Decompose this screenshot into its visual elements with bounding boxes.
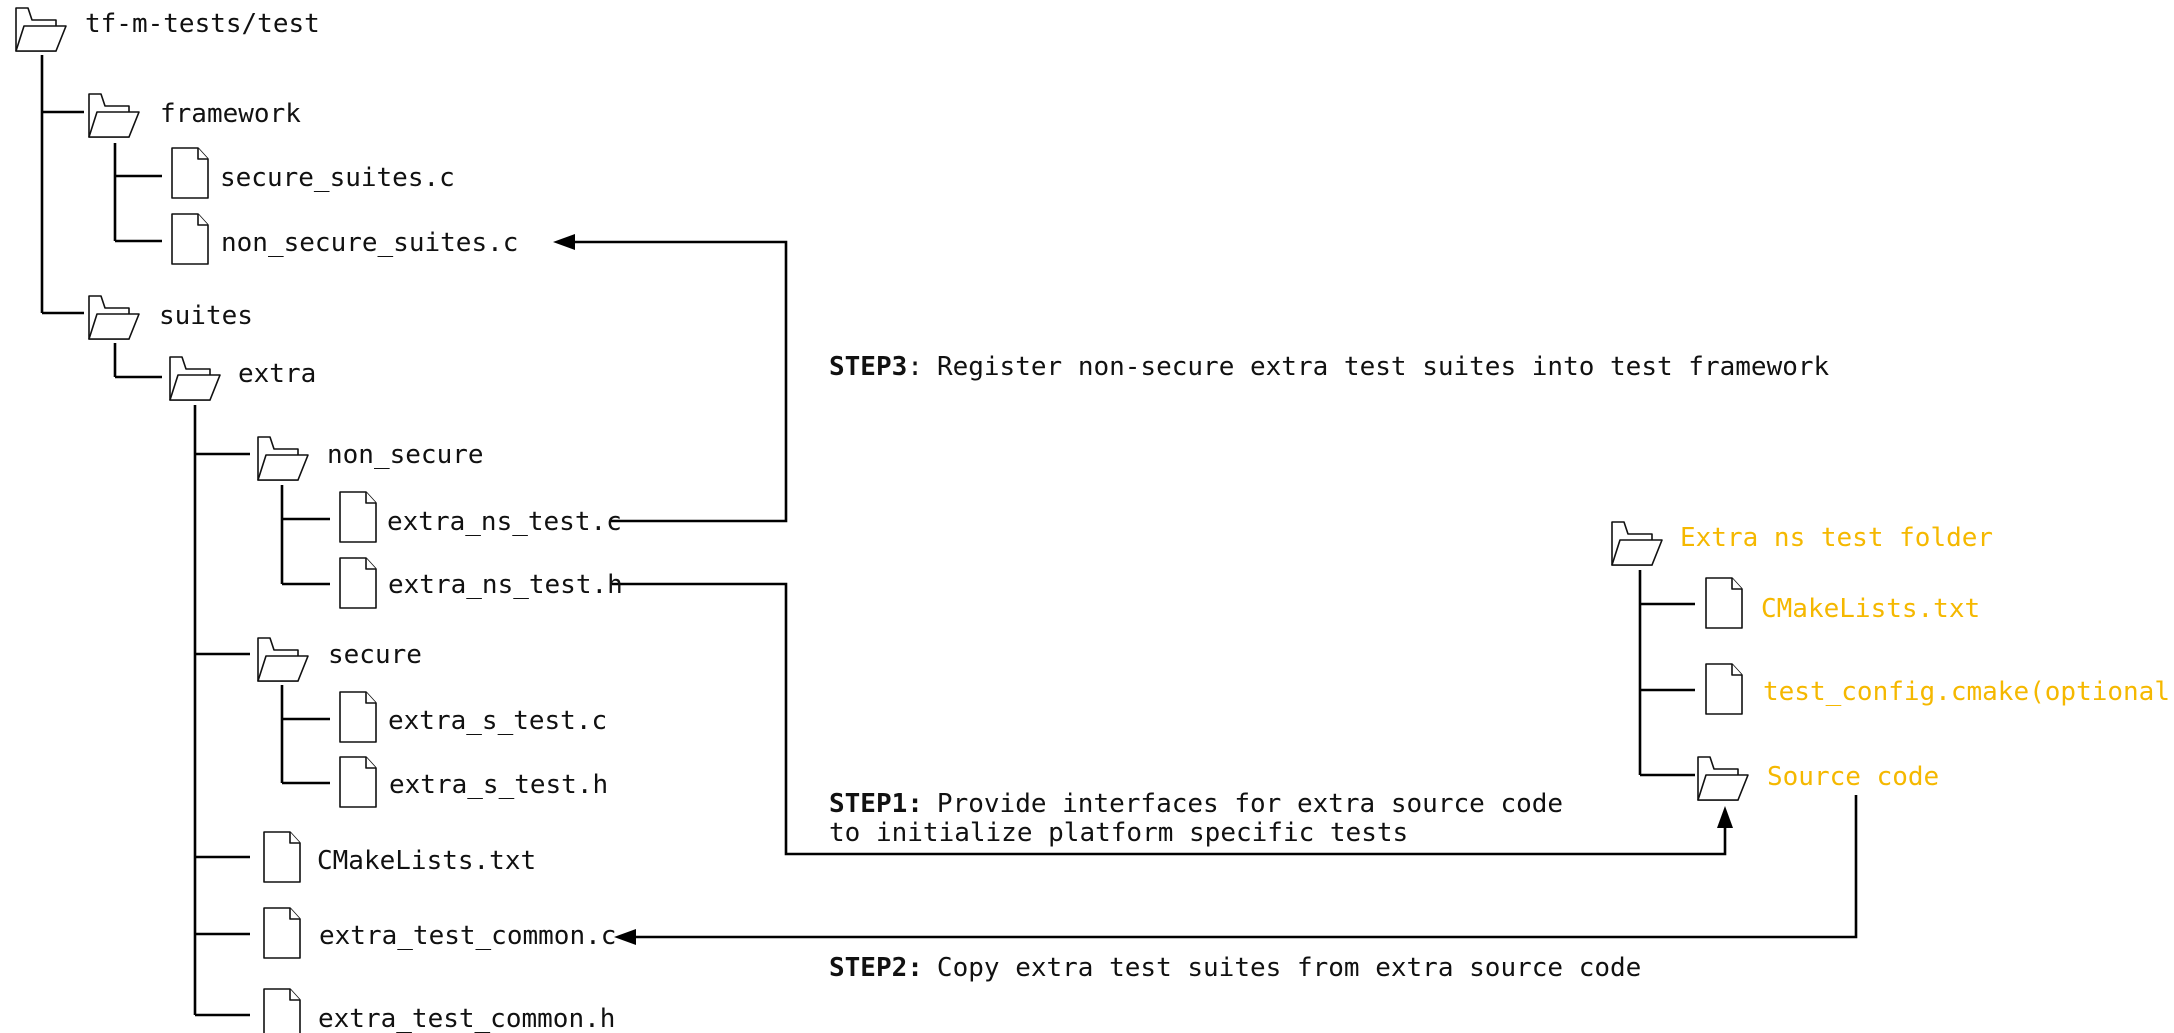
step2-text: Copy extra test suites from extra source… — [937, 953, 1641, 983]
extra-label: extra — [238, 359, 316, 389]
tree-extra-ns-test-h: extra_ns_test.h — [339, 557, 623, 609]
test-config-label: test_config.cmake(optional) — [1763, 677, 2174, 707]
step3-separator: : — [907, 352, 923, 382]
extra-ns-test-h-label: extra_ns_test.h — [388, 570, 623, 600]
tree-extra-test-common-c: extra_test_common.c — [263, 907, 616, 959]
extra-s-test-c-label: extra_s_test.c — [388, 706, 607, 736]
file-icon — [339, 691, 377, 743]
file-icon — [263, 988, 301, 1033]
tree-extra-s-test-c: extra_s_test.c — [339, 691, 607, 743]
folder-icon — [1697, 756, 1749, 801]
step1-text-line1: Provide interfaces for extra source code — [937, 789, 1563, 819]
tree-suites: suites — [88, 295, 253, 340]
step3-arrow — [553, 234, 788, 523]
extra-ns-test-c-label: extra_ns_test.c — [387, 507, 622, 537]
extra-folder-root: Extra ns test folder — [1611, 521, 1993, 566]
file-icon — [263, 831, 301, 883]
file-icon — [1705, 577, 1743, 629]
folder-icon — [88, 93, 140, 138]
tree-non-secure: non_secure — [257, 436, 484, 481]
tree-non-secure-suites: non_secure_suites.c — [171, 213, 518, 265]
tree-extra-ns-test-c: extra_ns_test.c — [339, 491, 622, 543]
extra-folder-cmakelists-label: CMakeLists.txt — [1761, 594, 1980, 624]
folder-icon — [15, 7, 67, 52]
step3-label: STEP3 — [829, 352, 907, 382]
secure-label: secure — [328, 640, 422, 670]
tree-secure: secure — [257, 637, 422, 682]
file-icon — [171, 147, 209, 199]
file-icon — [339, 491, 377, 543]
folder-icon — [169, 356, 221, 401]
step1-text-line2: to initialize platform specific tests — [829, 818, 1408, 848]
folder-icon — [257, 436, 309, 481]
extra-s-test-h-label: extra_s_test.h — [389, 770, 608, 800]
tree-framework: framework — [88, 93, 301, 138]
non-secure-suites-label: non_secure_suites.c — [221, 228, 518, 258]
tree-root: tf-m-tests/test — [15, 7, 320, 52]
step3-text: Register non-secure extra test suites in… — [937, 352, 1830, 382]
step2-arrow — [614, 795, 1858, 945]
tree-extra: extra — [169, 356, 316, 401]
source-code-label: Source code — [1767, 762, 1939, 792]
tree-extra-test-common-h: extra_test_common.h — [263, 988, 615, 1033]
cmakelists-label: CMakeLists.txt — [317, 846, 536, 876]
step1-arrow — [612, 582, 1733, 856]
file-icon — [1705, 663, 1743, 715]
step3-caption: STEP3: Register non-secure extra test sui… — [829, 352, 1830, 382]
step2-label: STEP2: — [829, 953, 923, 983]
step2-caption: STEP2: Copy extra test suites from extra … — [829, 953, 1641, 983]
step1-label: STEP1: — [829, 789, 923, 819]
extra-test-common-c-label: extra_test_common.c — [319, 921, 616, 951]
tree-secure-suites: secure_suites.c — [171, 147, 455, 199]
extra-folder-source-code: Source code — [1697, 756, 1939, 801]
file-icon — [339, 557, 377, 609]
secure-suites-label: secure_suites.c — [220, 163, 455, 193]
extra-folder-title: Extra ns test folder — [1680, 523, 1993, 553]
tree-connectors — [40, 55, 1695, 1017]
tree-extra-s-test-h: extra_s_test.h — [339, 756, 608, 808]
extra-test-common-h-label: extra_test_common.h — [318, 1004, 615, 1033]
file-icon — [263, 907, 301, 959]
tree-cmakelists: CMakeLists.txt — [263, 831, 536, 883]
folder-icon — [88, 295, 140, 340]
folder-icon — [257, 637, 309, 682]
suites-label: suites — [159, 301, 253, 331]
non-secure-label: non_secure — [327, 440, 484, 470]
step1-caption: STEP1: Provide interfaces for extra sourc… — [829, 789, 1563, 819]
framework-label: framework — [160, 99, 301, 129]
root-label: tf-m-tests/test — [85, 9, 320, 39]
file-icon — [171, 213, 209, 265]
extra-folder-cmakelists: CMakeLists.txt — [1705, 577, 1980, 629]
file-icon — [339, 756, 377, 808]
extra-folder-test-config: test_config.cmake(optional) — [1705, 663, 2174, 715]
folder-icon — [1611, 521, 1663, 566]
